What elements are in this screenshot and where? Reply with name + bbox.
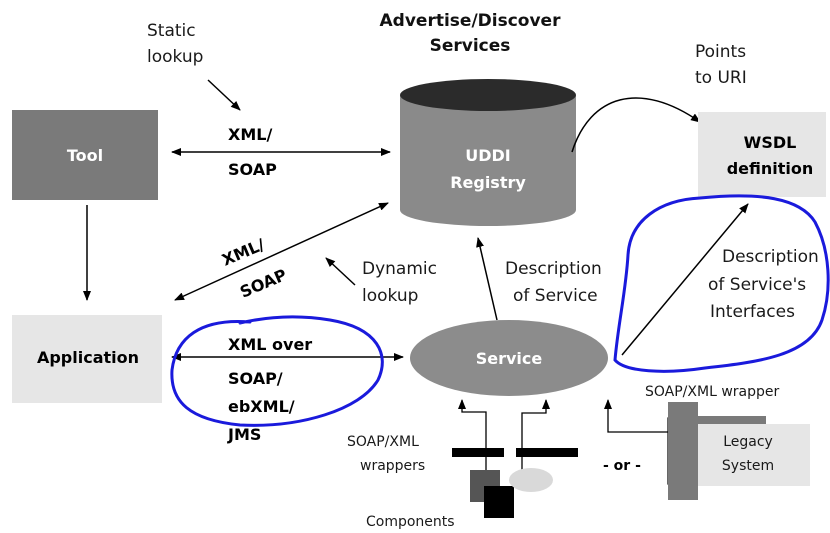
- uddi-label-line2: Registry: [450, 173, 526, 192]
- tool-label: Tool: [67, 146, 103, 165]
- wrapper-bar-left: [452, 448, 504, 457]
- diagram-title-line2: Services: [430, 36, 511, 56]
- legacy-system-box: Legacy System: [667, 402, 810, 500]
- description-service-line1: Description: [505, 259, 602, 279]
- legacy-label-line2: System: [722, 458, 774, 474]
- description-of-service-arrow: [476, 237, 498, 321]
- xml-over-line2: SOAP/: [228, 369, 283, 388]
- soap-xml-wrapper-label: SOAP/XML wrapper: [645, 384, 779, 400]
- xml-over-line3: ebXML/: [228, 397, 295, 416]
- static-lookup-label-line2: lookup: [147, 47, 203, 67]
- application-box: Application: [12, 315, 162, 403]
- points-to-uri-line2: to URI: [695, 68, 747, 88]
- xml-soap-diag-line2: SOAP: [237, 265, 290, 302]
- uddi-label-line1: UDDI: [465, 146, 511, 165]
- diagram-title-line1: Advertise/Discover: [380, 11, 562, 31]
- dynamic-lookup-arrow: [325, 257, 356, 286]
- or-label: - or -: [603, 458, 641, 474]
- description-service-line2: of Service: [513, 286, 598, 306]
- xml-over-line4: JMS: [227, 425, 261, 444]
- description-interfaces-line2: of Service's: [708, 275, 806, 295]
- legacy-to-service-arrow: [604, 399, 668, 433]
- tool-box: Tool: [12, 110, 158, 200]
- description-interfaces-arrow: [621, 203, 749, 356]
- wrapper-bar-right: [516, 448, 578, 457]
- annotation-circle-right: [613, 194, 830, 373]
- dynamic-lookup-line2: lookup: [362, 286, 418, 306]
- legacy-label-line1: Legacy: [723, 434, 773, 450]
- soap-xml-wrappers-line2: wrappers: [360, 458, 425, 474]
- dynamic-lookup-line1: Dynamic: [362, 259, 437, 279]
- wsdl-label-line2: definition: [727, 159, 814, 178]
- uddi-registry-cylinder: UDDI Registry: [400, 79, 576, 226]
- soap-xml-wrappers-line1: SOAP/XML: [347, 434, 419, 450]
- wsdl-label-line1: WSDL: [744, 133, 797, 152]
- application-uddi-arrow: [174, 202, 389, 301]
- components-group: [452, 399, 578, 518]
- static-lookup-arrow: [207, 79, 241, 111]
- xml-soap-top-line1: XML/: [228, 125, 272, 144]
- xml-soap-diag-line1: XML/: [219, 235, 267, 270]
- points-to-uri-line1: Points: [695, 42, 746, 62]
- static-lookup-label-line1: Static: [147, 21, 196, 41]
- description-interfaces-line3: Interfaces: [710, 302, 795, 322]
- service-label: Service: [476, 349, 543, 368]
- application-label: Application: [37, 348, 139, 367]
- xml-over-line1: XML over: [228, 335, 312, 354]
- component-square-black: [484, 486, 514, 518]
- wrapper-arrow-right: [521, 399, 550, 470]
- description-interfaces-line1: Description: [722, 247, 819, 267]
- wrapper-arrow-left: [458, 399, 487, 470]
- xml-soap-top-line2: SOAP: [228, 160, 277, 179]
- wsdl-definition-box: WSDL definition: [698, 112, 826, 197]
- annotation-circle-left: [170, 315, 384, 427]
- components-label: Components: [366, 514, 455, 530]
- points-to-uri-arrow: [571, 97, 701, 153]
- component-ellipse: [509, 468, 553, 492]
- service-ellipse: Service: [410, 320, 608, 396]
